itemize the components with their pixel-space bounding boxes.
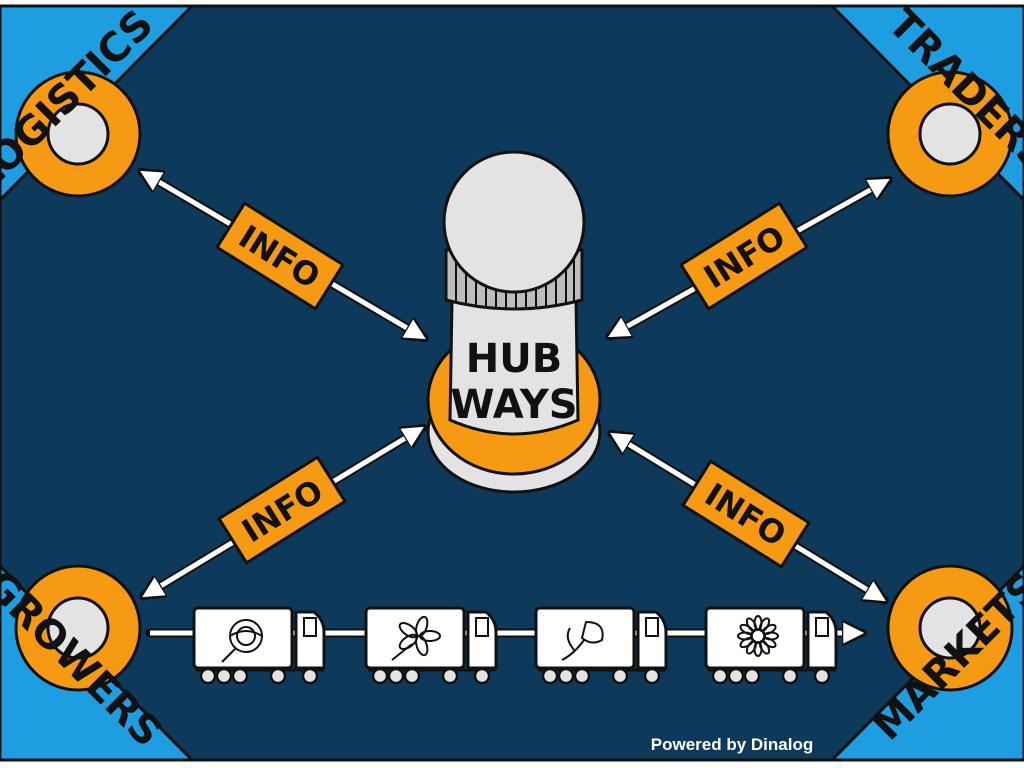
- ring-top-right: [886, 70, 1014, 198]
- daisy-icon: [737, 615, 779, 657]
- truck: [534, 606, 668, 685]
- truck-wheel: [643, 667, 661, 685]
- hubways-tower: HUB WAYS: [426, 150, 602, 494]
- tulip-icon: [561, 620, 604, 661]
- lily-icon: [391, 615, 441, 661]
- truck-wheel: [473, 667, 491, 685]
- ring-bottom-right: [886, 564, 1014, 692]
- truck-trailer: [192, 606, 294, 670]
- truck-wheel: [215, 667, 233, 685]
- truck-cab: [806, 610, 838, 670]
- truck-wheel: [573, 667, 591, 685]
- truck-wheel: [743, 667, 761, 685]
- truck-trailer: [534, 606, 636, 670]
- truck-wheel: [711, 667, 729, 685]
- truck-wheel: [781, 667, 799, 685]
- truck-wheel: [371, 667, 389, 685]
- truck-wheel: [557, 667, 575, 685]
- truck-trailer: [704, 606, 806, 670]
- hub-label-line1: HUB: [466, 336, 562, 382]
- truck-cab: [466, 610, 498, 670]
- truck-wheel: [727, 667, 745, 685]
- truck-convoy: [192, 606, 838, 685]
- powered-by-credit: Powered by Dinalog: [651, 735, 813, 754]
- truck-wheel: [231, 667, 249, 685]
- truck-cab: [294, 610, 326, 670]
- truck: [192, 606, 326, 685]
- truck-wheel: [441, 667, 459, 685]
- truck-wheel: [813, 667, 831, 685]
- rose-icon: [221, 619, 263, 663]
- ring-top-left: [14, 70, 142, 198]
- truck-wheel: [387, 667, 405, 685]
- truck-wheel: [199, 667, 217, 685]
- truck-wheel: [301, 667, 319, 685]
- hub-label-line2: WAYS: [450, 382, 577, 428]
- truck: [704, 606, 838, 685]
- truck-wheel: [403, 667, 421, 685]
- truck: [364, 606, 498, 685]
- truck-cab: [636, 610, 668, 670]
- truck-wheel: [611, 667, 629, 685]
- ring-bottom-left: [14, 564, 142, 692]
- truck-wheel: [269, 667, 287, 685]
- truck-wheel: [541, 667, 559, 685]
